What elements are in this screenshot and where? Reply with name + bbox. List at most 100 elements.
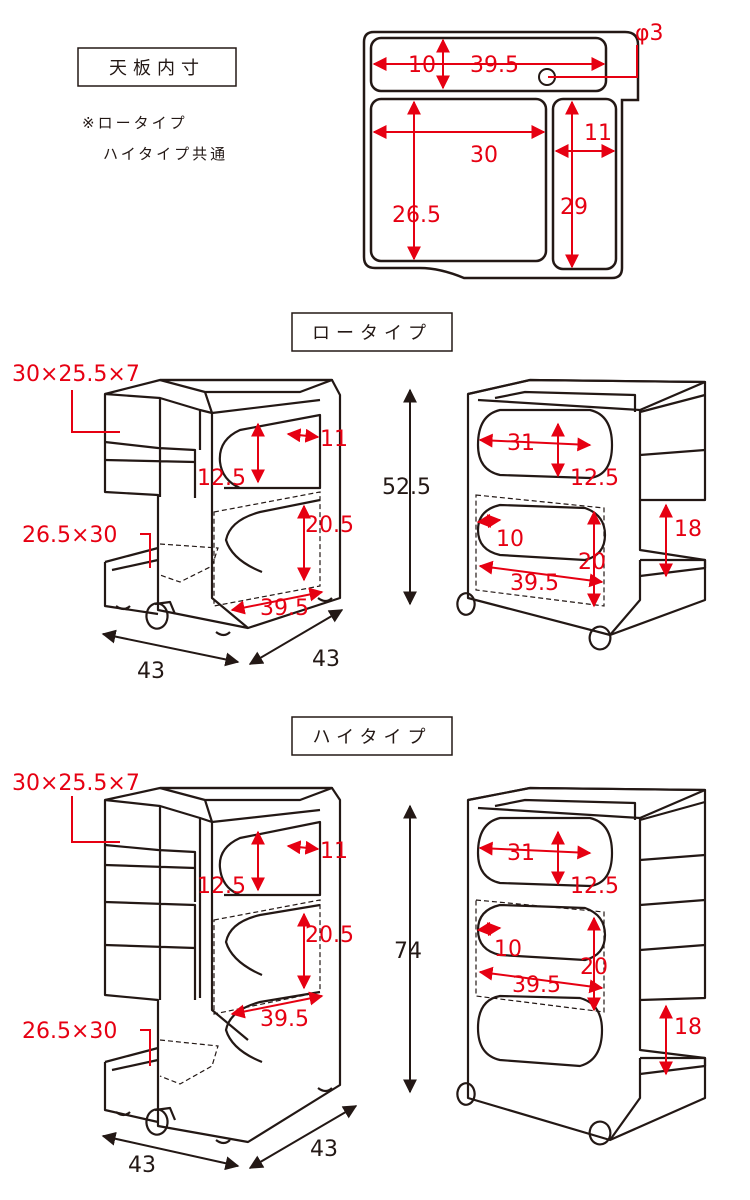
tray-width-label: 39.5 bbox=[470, 53, 519, 78]
high-cutout-height-label: 12.5 bbox=[197, 874, 246, 899]
high-back-handle-low bbox=[476, 994, 604, 1068]
low-back-top bbox=[467, 378, 707, 412]
high-back-wheels bbox=[456, 1082, 612, 1146]
low-width-arrow bbox=[101, 629, 240, 667]
low-back-pocket bbox=[639, 558, 707, 578]
top-view-labels: φ3 10 39.5 30 26.5 11 29 bbox=[392, 21, 664, 228]
low-handle-height-label: 12.5 bbox=[570, 466, 619, 491]
high-front-cutout-mid bbox=[224, 903, 321, 977]
high-size-labels: 43 43 74 bbox=[128, 939, 422, 1178]
low-cutout-height-label: 12.5 bbox=[197, 466, 246, 491]
top-view-dimensions bbox=[372, 38, 638, 269]
side-depth-label: 29 bbox=[560, 195, 588, 220]
low-shelf-depth-arrow bbox=[230, 587, 324, 615]
high-depth-arrow bbox=[248, 1105, 358, 1169]
high-back-pocket bbox=[639, 1056, 707, 1076]
low-depth-label: 43 bbox=[312, 647, 340, 672]
high-front-drawers bbox=[104, 798, 202, 1000]
low-back-top-inner bbox=[494, 390, 637, 412]
high-drawer-leader bbox=[71, 796, 120, 843]
high-front-cutout-top bbox=[218, 820, 322, 897]
low-drawer-leader bbox=[71, 390, 120, 433]
side-compartment bbox=[551, 97, 618, 271]
main-depth-label: 26.5 bbox=[392, 203, 441, 228]
high-handle-height-label: 12.5 bbox=[570, 874, 619, 899]
high-front-wheels bbox=[115, 1087, 333, 1145]
high-front-labels: 30×25.5×7 12.5 11 20.5 39.5 26.5×30 bbox=[12, 771, 354, 1044]
low-front-top-inner bbox=[203, 391, 321, 415]
low-type-title: ロータイプ bbox=[312, 323, 432, 344]
low-back-labels: 31 12.5 10 20 39.5 18 bbox=[496, 431, 702, 596]
note-line-1: ※ロータイプ bbox=[82, 114, 188, 132]
high-front-dashed bbox=[159, 899, 321, 1085]
high-pocket-label: 18 bbox=[674, 1015, 702, 1040]
side-width-label: 11 bbox=[584, 121, 612, 146]
high-width-label: 43 bbox=[128, 1153, 156, 1178]
header: 天板内寸 ※ロータイプ ハイタイプ共通 bbox=[77, 47, 237, 163]
low-back-shelf-depth-label: 39.5 bbox=[510, 571, 559, 596]
hole-label: φ3 bbox=[635, 21, 664, 46]
high-shelf-depth-label: 39.5 bbox=[260, 1007, 309, 1032]
high-front-dim-lines bbox=[71, 796, 324, 1066]
low-type-title-box bbox=[291, 312, 453, 352]
high-shelf-depth-arrow bbox=[230, 991, 324, 1019]
low-drawer-label: 30×25.5×7 bbox=[12, 362, 140, 387]
low-front-view bbox=[103, 378, 342, 637]
low-base-tray-label: 26.5×30 bbox=[22, 523, 117, 548]
title-label: 天板内寸 bbox=[109, 58, 205, 79]
low-shelf-offset-arrow bbox=[476, 513, 502, 529]
high-back-dim-lines bbox=[476, 830, 673, 1076]
tray-compartment bbox=[369, 36, 608, 93]
high-width-arrow bbox=[101, 1131, 240, 1171]
low-front-size-arrows bbox=[101, 388, 417, 667]
low-cutout-width-arrow bbox=[286, 428, 320, 443]
low-height-label: 52.5 bbox=[382, 475, 431, 500]
high-back-dashed bbox=[475, 899, 605, 1013]
high-back-shelf-depth-arrow bbox=[478, 966, 604, 994]
low-front-cutout-top bbox=[218, 413, 322, 490]
high-cutout-width-arrow bbox=[286, 840, 320, 855]
high-type-title-box bbox=[291, 716, 453, 756]
note-line-2: ハイタイプ共通 bbox=[103, 145, 228, 163]
high-back-shelf-height-label: 20 bbox=[580, 955, 608, 980]
main-compartment bbox=[369, 97, 548, 263]
low-front-dashed bbox=[159, 491, 321, 607]
low-back-side-panel bbox=[609, 393, 706, 636]
low-front-cutout-mid bbox=[224, 498, 321, 574]
low-shelf-height-label: 20.5 bbox=[305, 513, 354, 538]
low-handle-width-label: 31 bbox=[507, 431, 535, 456]
low-front-dim-lines bbox=[71, 390, 324, 615]
hole-leader bbox=[548, 45, 638, 78]
low-front-side-block bbox=[199, 408, 249, 629]
top-outline bbox=[362, 30, 640, 280]
high-back-top-inner bbox=[494, 798, 637, 820]
low-base-tray-leader bbox=[140, 533, 151, 568]
low-size-labels: 43 43 52.5 bbox=[137, 475, 431, 684]
high-front-side-block bbox=[199, 816, 249, 1041]
high-back-shelf-depth-label: 39.5 bbox=[512, 973, 561, 998]
high-drawer-label: 30×25.5×7 bbox=[12, 771, 140, 796]
high-back-top bbox=[467, 786, 707, 820]
low-back-handle-top bbox=[476, 408, 614, 480]
high-shelf-height-label: 20.5 bbox=[305, 923, 354, 948]
low-back-shelf-depth-arrow bbox=[478, 560, 604, 588]
low-back-view bbox=[456, 378, 707, 651]
low-type-section: ロータイプ bbox=[12, 312, 707, 684]
low-shelf-offset-label: 10 bbox=[496, 527, 524, 552]
high-back-labels: 31 12.5 10 20 39.5 18 bbox=[494, 841, 702, 1040]
high-back-handle-mid bbox=[476, 903, 607, 962]
low-width-label: 43 bbox=[137, 659, 165, 684]
low-back-dim-lines bbox=[476, 422, 673, 608]
high-handle-width-arrow bbox=[478, 841, 592, 860]
high-front-top bbox=[159, 786, 334, 802]
main-width-label: 30 bbox=[470, 143, 498, 168]
low-back-wheels bbox=[456, 592, 612, 651]
low-depth-arrow bbox=[248, 609, 344, 665]
high-depth-label: 43 bbox=[310, 1137, 338, 1162]
high-base-tray-leader bbox=[140, 1029, 151, 1066]
high-base-tray-label: 26.5×30 bbox=[22, 1019, 117, 1044]
low-shelf-depth-label: 39.5 bbox=[260, 596, 309, 621]
high-back-side-panel bbox=[609, 800, 706, 1141]
low-handle-width-arrow bbox=[478, 433, 592, 452]
